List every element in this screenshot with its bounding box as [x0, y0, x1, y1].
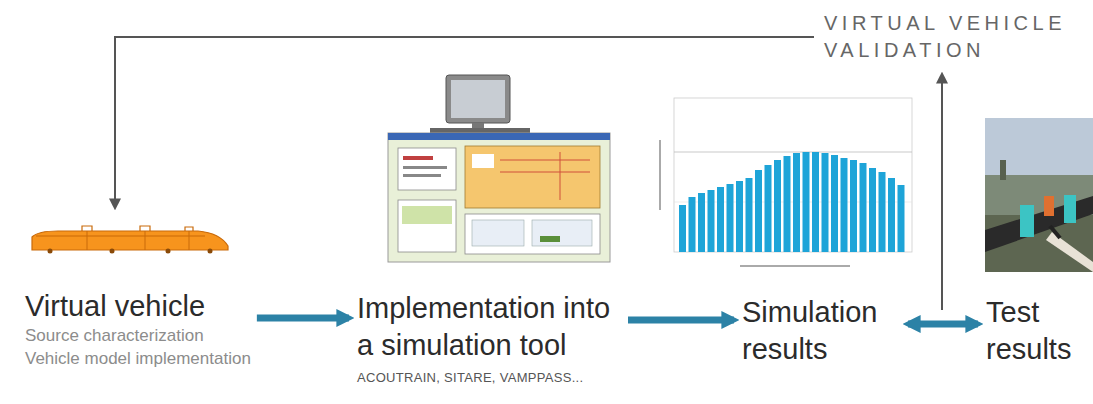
train-illustration	[32, 226, 228, 254]
flow-arrow	[908, 321, 978, 328]
flow-arrow	[257, 315, 349, 322]
stage-label: Simulation results	[742, 294, 902, 368]
stage-title: Virtual vehicle	[25, 288, 251, 325]
stage-title: Implementation into a simulation tool	[357, 290, 622, 364]
stage-title: Test results	[986, 294, 1086, 368]
feedback-arrow	[941, 74, 943, 310]
validation-title: VIRTUAL VEHICLE VALIDATION	[824, 10, 1086, 64]
stage-note: Source characterization	[25, 325, 251, 348]
tool-list: ACOUTRAIN, SITARE, VAMPPASS...	[357, 370, 622, 387]
flow-arrow	[628, 317, 734, 324]
stage-note: Vehicle model implementation	[25, 348, 251, 371]
stage-label: Test results	[986, 294, 1086, 368]
computer-illustration	[388, 75, 610, 262]
stage-label: Implementation into a simulation toolACO…	[357, 290, 622, 387]
stage-title: Simulation results	[742, 294, 902, 368]
feedback-arrow	[115, 37, 814, 208]
stage-label: Virtual vehicleSource characterizationVe…	[25, 288, 251, 371]
bar-chart-illustration	[660, 98, 912, 266]
validation-label: VIRTUAL VEHICLE VALIDATION	[824, 10, 1086, 64]
test-photo	[985, 118, 1093, 272]
